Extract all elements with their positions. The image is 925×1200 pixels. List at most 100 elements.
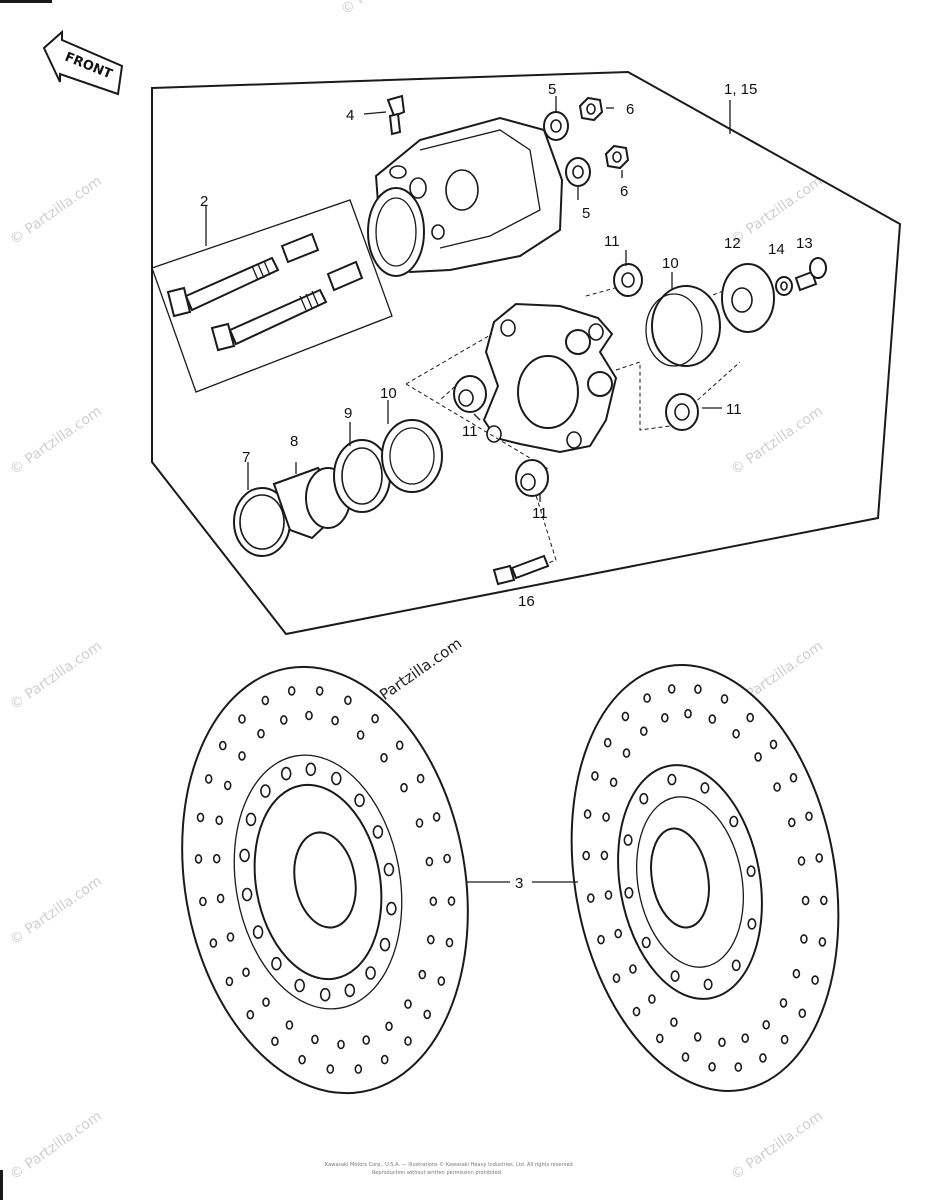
vent-hole	[395, 740, 404, 751]
bushing	[515, 459, 549, 497]
vent-hole	[708, 1062, 716, 1072]
vent-hole	[415, 818, 424, 828]
vent-hole	[429, 896, 438, 907]
vent-hole	[754, 752, 762, 762]
vent-hole	[371, 713, 379, 724]
vent-hole	[271, 956, 282, 971]
brake-disc-right	[570, 664, 840, 1092]
vent-hole	[445, 937, 454, 948]
vent-hole	[425, 856, 434, 867]
vent-hole	[344, 983, 356, 998]
vent-hole	[305, 762, 317, 777]
vent-hole	[639, 792, 649, 805]
callout-13: 13	[796, 235, 813, 252]
vent-hole	[780, 1034, 789, 1045]
vent-hole	[708, 714, 717, 724]
vent-hole	[604, 890, 613, 900]
footer: Kawasaki Motors Corp., U.S.A. — Illustra…	[325, 1161, 575, 1176]
vent-hole	[215, 815, 223, 826]
watermark-text: © Partzilla.com	[7, 638, 105, 713]
vent-hole	[280, 766, 292, 781]
vent-hole	[287, 686, 296, 696]
callout-9: 9	[344, 405, 352, 422]
watermark-text: © Partzilla.com	[728, 1108, 826, 1183]
bleeder-valve	[363, 94, 406, 136]
vent-hole	[746, 865, 756, 878]
vent-hole	[769, 739, 778, 750]
vent-hole	[311, 1034, 319, 1045]
vent-hole	[600, 850, 609, 861]
vent-hole	[741, 1033, 750, 1043]
vent-hole	[667, 684, 676, 694]
bushing	[665, 393, 699, 431]
vent-hole	[225, 976, 234, 987]
vent-hole	[380, 1054, 389, 1065]
caliper-body	[367, 116, 564, 277]
vent-hole	[670, 970, 680, 982]
vent-hole	[354, 793, 365, 808]
screw	[794, 257, 827, 292]
vent-hole	[789, 772, 798, 783]
callout-16: 16	[518, 593, 535, 610]
callout-10: 10	[380, 385, 397, 402]
callout-labels: 1, 15 2 3 4 5 5 6 6 7 8 9 10 10 11 11 11…	[200, 81, 813, 892]
vent-hole	[383, 862, 395, 877]
watermark-text: © Partzilla.com	[7, 173, 105, 248]
vent-hole	[443, 853, 451, 864]
small-washer	[775, 276, 793, 296]
vent-hole	[622, 748, 631, 758]
vent-hole	[819, 895, 828, 906]
callout-2: 2	[200, 193, 208, 210]
caliper-bolt	[210, 260, 364, 352]
vent-hole	[586, 893, 595, 903]
vent-hole	[818, 937, 827, 947]
washer	[543, 111, 569, 141]
seal-plug	[721, 263, 775, 333]
watermark-text: © Partzilla.com	[7, 403, 105, 478]
front-arrow: FRONT	[42, 29, 124, 96]
footer-line: Reproduction without written permission …	[372, 1170, 503, 1176]
washer	[565, 157, 591, 187]
bolt-kit-outline	[151, 199, 393, 393]
callout-11: 11	[462, 423, 478, 440]
callout-1-15: 1, 15	[724, 81, 757, 98]
callout-5: 5	[582, 205, 590, 222]
vent-hole	[648, 994, 656, 1004]
caliper-kit-outline	[151, 70, 902, 636]
vent-hole	[271, 1036, 279, 1047]
callout-5: 5	[548, 81, 556, 98]
vent-hole	[260, 784, 271, 798]
vent-hole	[418, 969, 427, 980]
vent-hole	[252, 925, 264, 939]
callout-11: 11	[532, 505, 548, 522]
callout-6: 6	[620, 183, 628, 200]
vent-hole	[732, 728, 740, 739]
vent-hole	[612, 973, 621, 984]
vent-hole	[305, 710, 313, 721]
vent-hole	[591, 771, 599, 781]
vent-hole	[729, 815, 739, 828]
dust-cover	[381, 419, 443, 493]
vent-hole	[670, 1017, 678, 1028]
vent-hole	[643, 693, 651, 703]
vent-hole	[294, 978, 306, 993]
callout-12: 12	[724, 235, 741, 252]
vent-hole	[805, 811, 813, 822]
vent-hole	[632, 1006, 641, 1017]
callout-6: 6	[626, 101, 634, 118]
vent-hole	[241, 887, 253, 902]
holder-bolt	[492, 554, 550, 586]
leader-lines	[205, 96, 731, 883]
vent-hole	[700, 782, 710, 794]
vent-hole	[239, 848, 250, 863]
vent-hole	[759, 1053, 767, 1063]
vent-hole	[404, 1036, 412, 1046]
vent-hole	[639, 726, 648, 737]
callout-14: 14	[768, 241, 785, 258]
vent-hole	[331, 715, 339, 726]
vent-hole	[219, 740, 227, 751]
vent-hole	[242, 967, 250, 978]
vent-hole	[204, 774, 213, 784]
vent-hole	[279, 715, 288, 725]
vent-hole	[720, 694, 729, 704]
